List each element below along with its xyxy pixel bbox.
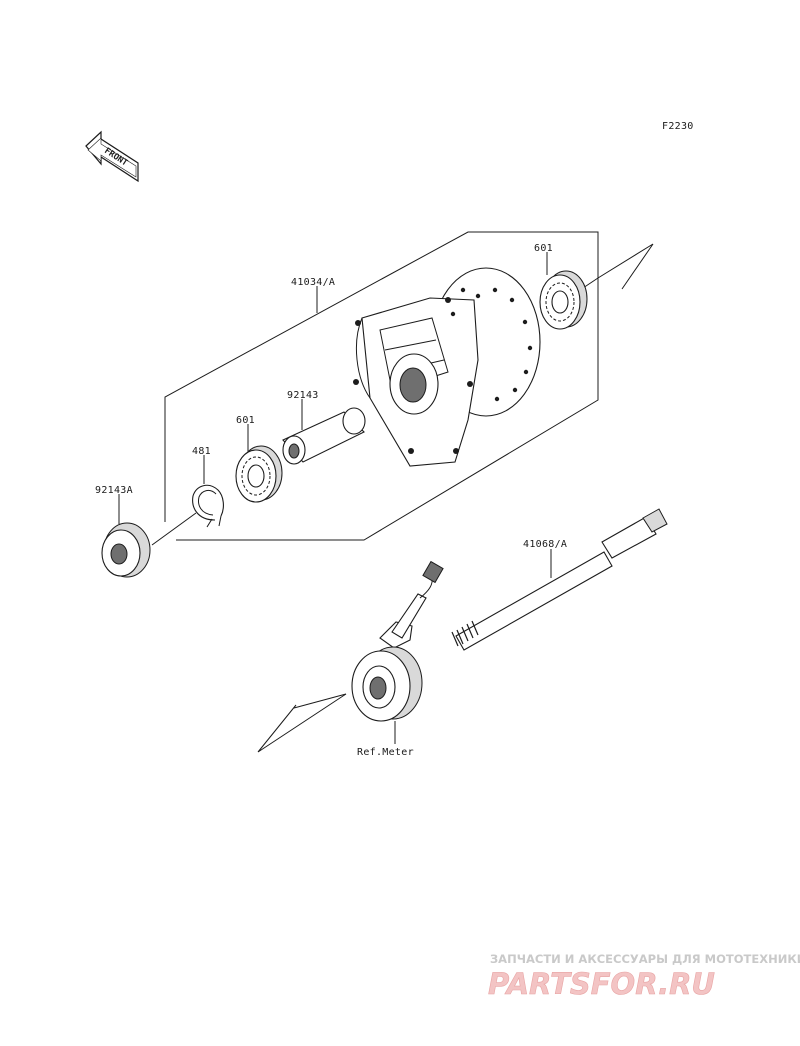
collar-part[interactable] (282, 407, 366, 465)
axis-lines (151, 243, 654, 753)
label-circlip[interactable]: 481 (192, 446, 211, 457)
hub-part[interactable] (353, 267, 541, 467)
front-arrow-icon: FRONT (85, 130, 139, 183)
circlip-part[interactable] (192, 484, 224, 528)
axle-part[interactable] (451, 508, 668, 651)
diagram-code: F2230 (662, 121, 694, 132)
label-bearing-left[interactable]: 601 (236, 415, 255, 426)
bearing-right-part[interactable] (539, 270, 588, 330)
label-bearing-right[interactable]: 601 (534, 243, 553, 254)
watermark: ЗАПЧАСТИ И АКСЕССУАРЫ ДЛЯ МОТОТЕХНИКИ PA… (488, 952, 800, 1001)
bearing-left-part[interactable] (235, 445, 283, 503)
watermark-tagline: ЗАПЧАСТИ И АКСЕССУАРЫ ДЛЯ МОТОТЕХНИКИ (490, 952, 800, 966)
spacer-part[interactable] (101, 522, 151, 578)
label-axle[interactable]: 41068/A (523, 539, 567, 550)
watermark-brand: PARTSFOR.RU (488, 967, 715, 1001)
label-hub[interactable]: 41034/A (291, 277, 335, 288)
leader-lines (118, 252, 552, 744)
assembly-bracket (164, 231, 599, 541)
label-spacer[interactable]: 92143A (95, 485, 133, 496)
label-meter[interactable]: Ref.Meter (357, 747, 414, 758)
label-collar[interactable]: 92143 (287, 390, 319, 401)
meter-gear-part[interactable] (351, 560, 444, 722)
